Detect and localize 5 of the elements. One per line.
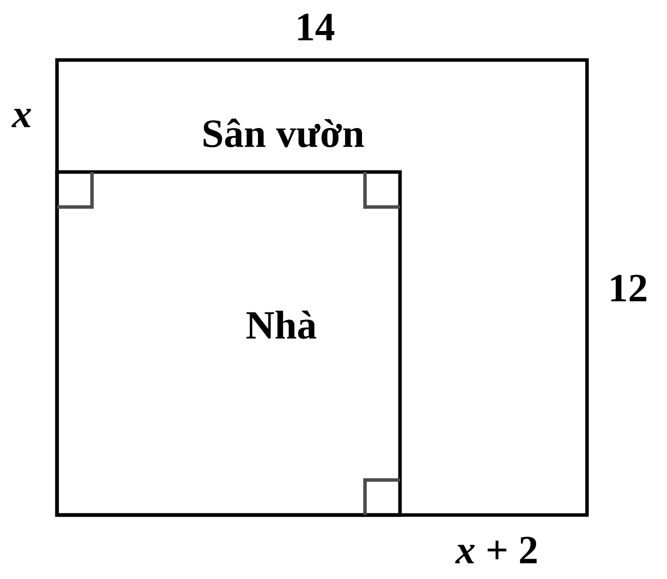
- dimension-label: x + 2: [455, 536, 537, 564]
- house-square: Nhà: [55, 170, 402, 517]
- dimension-label: 14: [298, 14, 334, 40]
- dimension-label: x: [12, 108, 32, 128]
- dimension-label: 12: [611, 274, 646, 302]
